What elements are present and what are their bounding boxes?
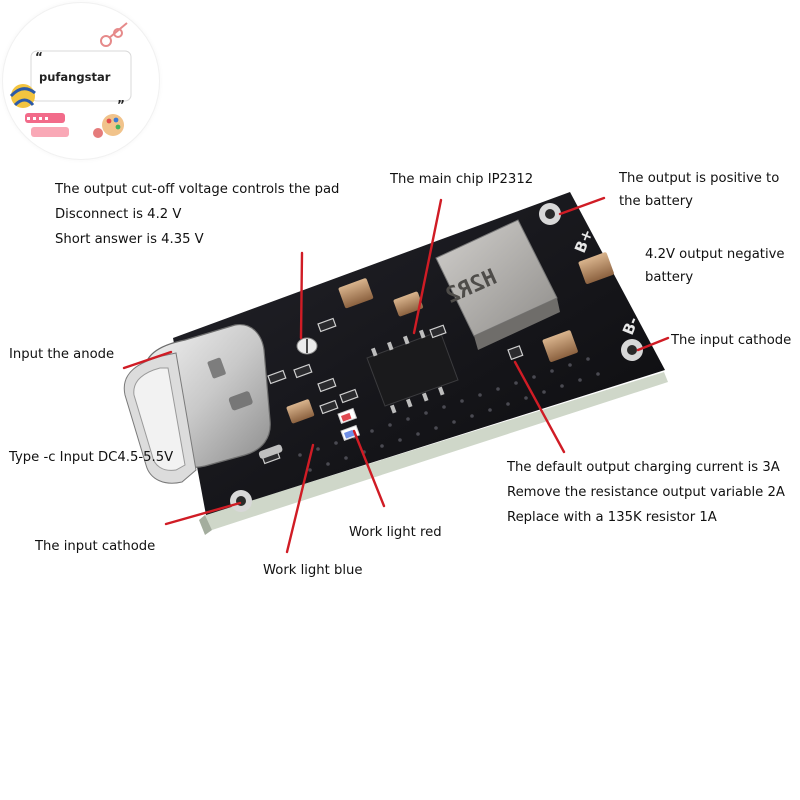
decor-shapes [25, 113, 69, 137]
callout-work-light-blue: Work light blue [263, 563, 363, 578]
svg-text:”: ” [117, 98, 125, 112]
pad-battery-positive [539, 203, 561, 225]
callout-cutoff-line2: Disconnect is 4.2 V [55, 207, 182, 222]
callout-cutoff-line1: The output cut-off voltage controls the … [55, 182, 340, 197]
callout-input-cathode-left: The input cathode [35, 539, 156, 554]
silk-battery-negative: B- [619, 314, 642, 337]
brand-logo: “ ” pufangstar [3, 3, 159, 159]
callout-output-negative-line1: 4.2V output negative [645, 247, 785, 262]
callout-output-negative-line2: battery [645, 270, 694, 285]
volleyball-icon [9, 84, 36, 108]
pad-input-negative [230, 490, 252, 512]
logo-artwork: “ ” pufangstar [9, 22, 132, 138]
callout-output-positive-line1: The output is positive to [619, 171, 780, 186]
logo-text: pufangstar [39, 70, 111, 84]
led-blue [340, 424, 361, 442]
svg-text:“: “ [35, 50, 43, 64]
pcb-edge [199, 372, 668, 535]
callout-work-light-red: Work light red [349, 525, 442, 540]
main-chip [366, 329, 459, 414]
callout-charging-line1: The default output charging current is 3… [507, 460, 780, 475]
scissors-icon [100, 22, 128, 47]
resistors [261, 317, 524, 465]
callout-cutoff-line3: Short answer is 4.35 V [55, 232, 204, 247]
inductor: H2R2 [435, 219, 560, 350]
callout-charging-line3: Replace with a 135K resistor 1A [507, 510, 717, 525]
capacitor [286, 252, 614, 424]
pointer-lines [122, 196, 670, 554]
led-red [337, 407, 358, 425]
usb-type-c-connector [123, 323, 283, 484]
pad-battery-negative [621, 339, 643, 361]
callout-type-c-input: Type -c Input DC4.5-5.5V [9, 450, 174, 465]
palette-icon [93, 114, 124, 138]
callout-charging-line2: Remove the resistance output variable 2A [507, 485, 785, 500]
callout-input-cathode-right: The input cathode [671, 333, 792, 348]
callout-output-positive-line2: the battery [619, 194, 693, 209]
callout-input-anode: Input the anode [9, 347, 115, 362]
callout-main-chip: The main chip IP2312 [390, 172, 534, 187]
pcb-vias [298, 357, 600, 472]
